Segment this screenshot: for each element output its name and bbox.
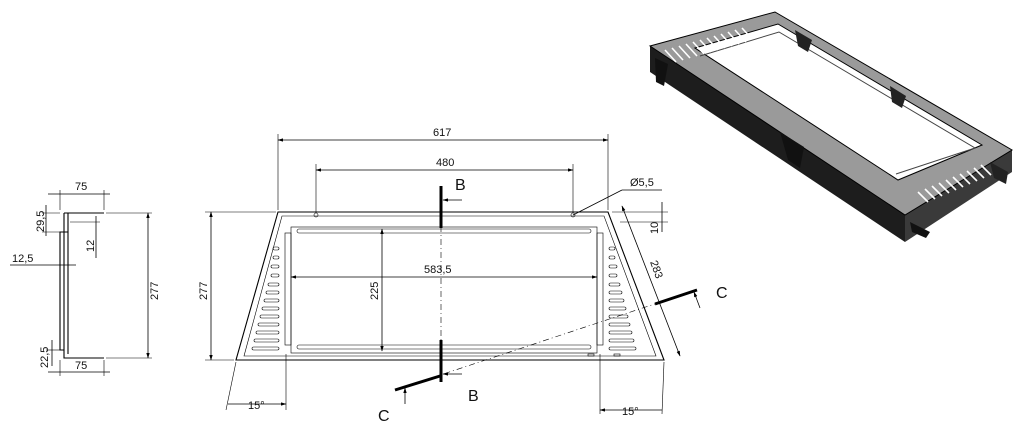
side-top-flange-dim: 29,5 [35,211,47,232]
section-b-bottom-label: B [468,388,479,405]
side-thickness-dim: 12,5 [12,253,33,265]
vent-slots-right [608,246,637,351]
side-flange-depth-dim: 12 [85,240,97,252]
inner-width-dim: 583,5 [424,264,452,276]
section-b-top-label: B [455,177,466,194]
front-height-dim: 277 [198,282,210,300]
slant-length-dim: 283 [647,259,665,280]
side-view: 75 75 277 29,5 12 12,5 22,5 [10,181,161,376]
section-c-line [394,289,698,391]
hole-diameter-dim: Ø5,5 [630,177,654,189]
side-bottom-flange-dim: 22,5 [39,347,51,368]
inner-height-dim: 225 [369,282,381,300]
side-top-width-dim: 75 [75,181,87,193]
isometric-frame-3d-icon [648,11,1013,242]
front-outline [235,211,665,361]
offset-dim: 10 [649,222,661,234]
inner-opening [290,226,598,354]
overall-width-dim: 617 [433,127,451,139]
section-c-left-label: C [378,408,390,425]
front-view: 617 480 Ø5,5 277 225 583,5 10 283 15° [198,127,728,425]
side-height-dim: 277 [149,282,161,300]
angle-left-dim: 15° [248,400,265,412]
mounting-hole-left [313,212,319,218]
side-bottom-width-dim: 75 [75,360,87,372]
vent-slots-left [251,246,280,351]
section-c-right-label: C [716,285,728,302]
hole-spacing-dim: 480 [436,157,454,169]
angle-right-dim: 15° [622,406,639,418]
side-profile [59,212,104,359]
